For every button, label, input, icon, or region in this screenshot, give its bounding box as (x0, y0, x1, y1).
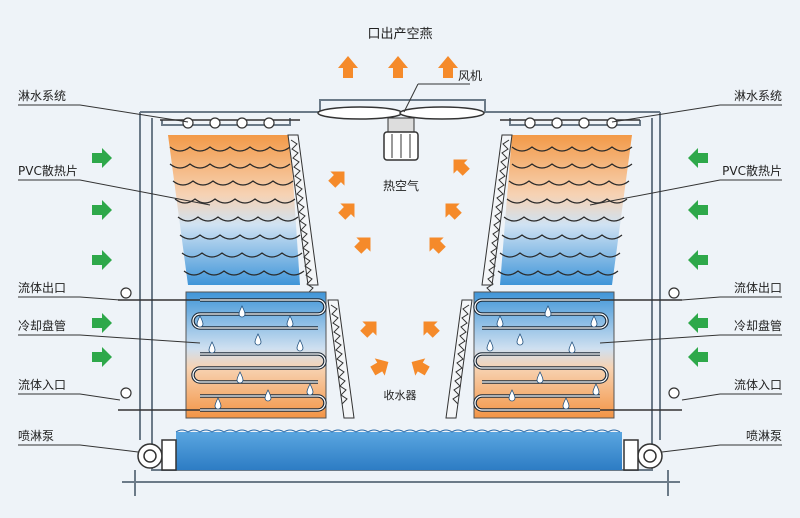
pvc-fill-right (497, 135, 633, 285)
green-arrow-icon (92, 148, 112, 168)
pump-icon (137, 439, 663, 471)
pvc-fill-left (168, 135, 305, 285)
orange-arrow-icon (453, 159, 470, 176)
water-basin (175, 429, 622, 470)
orange-arrow-icon (328, 171, 345, 188)
spray-system-label-right: 淋水系统 (734, 89, 782, 103)
green-arrow-icon (688, 313, 708, 333)
green-arrow-icon (92, 347, 112, 367)
green-arrow-icon (92, 200, 112, 220)
orange-arrow-icon (338, 203, 355, 220)
fan-icon (317, 83, 485, 161)
fluid-outlet-label-right: 流体出口 (734, 281, 782, 295)
hot-air-label: 热空气 (383, 178, 419, 193)
fluid-outlet-label-left: 流体出口 (18, 281, 66, 295)
pvc-fill-label-right: PVC散热片 (722, 163, 782, 178)
spray-pump-label-left: 喷淋泵 (18, 429, 54, 443)
green-arrow-icon (92, 250, 112, 270)
green-arrow-icon (688, 250, 708, 270)
drift-eliminator-lower-right (445, 299, 473, 419)
orange-arrow-icon (354, 237, 371, 254)
orange-arrow-icon (360, 321, 377, 338)
pvc-fill-label-left: PVC散热片 (18, 163, 78, 178)
fluid-inlet-label-right: 流体入口 (734, 378, 782, 392)
cooling-coil-right (473, 291, 615, 419)
intake-arrows (92, 148, 708, 367)
cooling-coil-label-left: 冷却盘管 (18, 318, 66, 333)
green-arrow-icon (92, 313, 112, 333)
green-arrow-icon (688, 148, 708, 168)
orange-arrow-icon (411, 358, 430, 376)
cooling-coil-label-right: 冷却盘管 (734, 318, 782, 333)
green-arrow-icon (688, 200, 708, 220)
fan-label: 风机 (458, 69, 482, 83)
orange-arrow-icon (423, 321, 440, 338)
outlet-label: 口出产空燕 (367, 27, 432, 42)
orange-arrow-icon (438, 56, 458, 78)
green-arrow-icon (688, 347, 708, 367)
spray-nozzle-icon (524, 117, 618, 129)
airflow-arrows (328, 56, 470, 376)
spray-nozzle-icon (182, 117, 275, 129)
pressure-gauge-icon (120, 287, 680, 399)
cooling-coil-left (185, 291, 327, 419)
spray-system-label-left: 淋水系统 (18, 89, 66, 103)
orange-arrow-icon (338, 56, 358, 78)
orange-arrow-icon (388, 56, 408, 78)
fluid-inlet-label-left: 流体入口 (18, 378, 66, 392)
drift-eliminator-left (287, 134, 319, 303)
orange-arrow-icon (370, 358, 389, 376)
drift-eliminator-lower-left (327, 299, 355, 419)
orange-arrow-icon (445, 203, 462, 220)
spray-header-right (500, 117, 640, 129)
leader-lines (18, 104, 782, 453)
orange-arrow-icon (429, 237, 446, 254)
fluid-pipes (118, 299, 682, 411)
collector-label: 收水器 (384, 388, 417, 402)
drift-eliminator-right (481, 134, 513, 294)
spray-header-left (160, 117, 300, 129)
spray-pump-label-right: 喷淋泵 (746, 429, 782, 443)
